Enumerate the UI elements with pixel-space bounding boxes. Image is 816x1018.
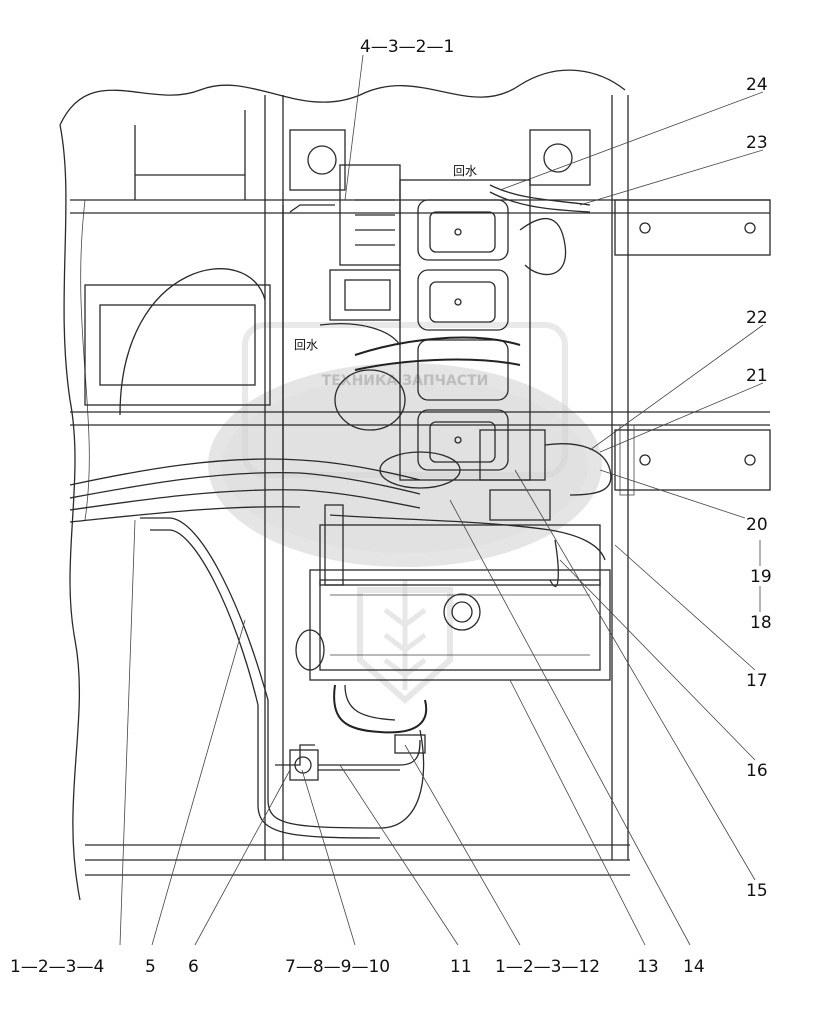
callout-14: 14	[683, 957, 705, 977]
callout-6: 6	[188, 957, 199, 977]
leader-lines	[119, 54, 764, 946]
callout-1-2-3-4-bottom: 1—2—3—4	[10, 957, 104, 977]
callout-16: 16	[746, 761, 768, 781]
callout-labels: 4—3—2—1 24 23 22 21 20 19 18 17 16 15 1—…	[10, 37, 772, 977]
engine-block	[289, 129, 591, 521]
callout-5: 5	[145, 957, 156, 977]
callout-21: 21	[746, 366, 768, 386]
return-water-label-top: 回水	[453, 164, 477, 178]
callout-13: 13	[637, 957, 659, 977]
callout-20: 20	[746, 515, 768, 535]
callout-11: 11	[450, 957, 472, 977]
callout-18: 18	[750, 613, 772, 633]
return-water-label-left: 回水	[294, 338, 318, 352]
pipelines	[69, 184, 612, 839]
callout-4-3-2-1-top: 4—3—2—1	[360, 37, 454, 57]
callout-23: 23	[746, 133, 768, 153]
frame-outline	[59, 69, 771, 901]
callout-15: 15	[746, 881, 768, 901]
callout-19: 19	[750, 567, 772, 587]
callout-7-8-9-10: 7—8—9—10	[285, 957, 390, 977]
callout-17: 17	[746, 671, 768, 691]
callout-1-2-3-12: 1—2—3—12	[495, 957, 600, 977]
radiator-assembly	[295, 504, 611, 681]
callout-22: 22	[746, 308, 768, 328]
watermark: ТЕХНИКА ЗАПЧАСТИ	[208, 322, 602, 705]
watermark-text: ТЕХНИКА ЗАПЧАСТИ	[322, 373, 489, 389]
callout-24: 24	[746, 75, 768, 95]
